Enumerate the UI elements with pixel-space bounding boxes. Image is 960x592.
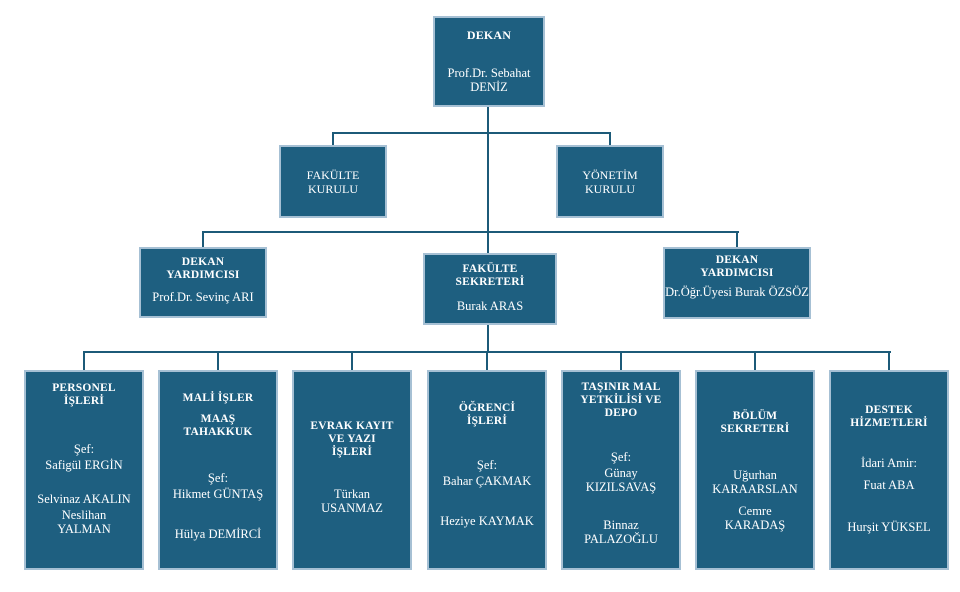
chief-name: Fuat ABA	[863, 478, 915, 492]
role-label: İdari Amir:	[861, 456, 917, 470]
node-person: Prof.Dr. Sebahat DENİZ	[447, 66, 531, 94]
node-fakulte-sekreteri: FAKÜLTE SEKRETERİ Burak ARAS	[423, 253, 557, 325]
dept-title: EVRAK KAYIT VE YAZI İŞLERİ	[310, 420, 394, 458]
staff-name: Hurşit YÜKSEL	[847, 520, 931, 534]
role-label: Şef:	[73, 442, 95, 456]
connector-dy-right-drop	[736, 231, 738, 248]
connector-dept-4-drop	[486, 351, 488, 371]
connector-sekreter-bottom	[487, 324, 489, 352]
node-dekan: DEKAN Prof.Dr. Sebahat DENİZ	[433, 16, 545, 107]
node-dekan-yardimcisi-left: DEKAN YARDIMCISI Prof.Dr. Sevinç ARI	[139, 247, 267, 318]
role-label: Şef:	[476, 458, 498, 472]
connector-dept-6-drop	[754, 351, 756, 371]
node-title: DEKAN YARDIMCISI	[700, 254, 774, 279]
node-title: FAKÜLTE SEKRETERİ	[455, 263, 525, 288]
node-fakulte-kurulu: FAKÜLTE KURULU	[279, 145, 387, 218]
staff-name: Türkan USANMAZ	[321, 487, 383, 515]
node-title: FAKÜLTE KURULU	[306, 167, 360, 196]
node-personel-isleri: PERSONEL İŞLERİ Şef: Safigül ERGİN Selvi…	[24, 370, 144, 570]
dept-title: TAŞINIR MAL YETKİLİSİ VE DEPO	[580, 381, 662, 419]
node-destek-hizmetleri: DESTEK HİZMETLERİ İdari Amir: Fuat ABA H…	[829, 370, 949, 570]
staff-name: Binnaz PALAZOĞLU	[584, 518, 658, 546]
connector-dept-1-drop	[83, 351, 85, 371]
staff-name: Heziye KAYMAK	[440, 514, 534, 528]
connector-fakulte-kurulu-drop	[332, 132, 334, 146]
dept-title: BÖLÜM SEKRETERİ	[720, 410, 790, 435]
node-evrak-kayit: EVRAK KAYIT VE YAZI İŞLERİ Türkan USANMA…	[292, 370, 412, 570]
chief-name: Hikmet GÜNTAŞ	[172, 487, 264, 501]
dept-subtitle: MAAŞ TAHAKKUK	[183, 413, 253, 438]
staff-name: Neslihan YALMAN	[57, 508, 111, 536]
node-ogrenci-isleri: ÖĞRENCİ İŞLERİ Şef: Bahar ÇAKMAK Heziye …	[427, 370, 547, 570]
connector-dekan-vertical	[487, 107, 489, 233]
node-person: Burak ARAS	[456, 299, 524, 313]
connector-yonetim-kurulu-drop	[609, 132, 611, 146]
node-tasinir-mal: TAŞINIR MAL YETKİLİSİ VE DEPO Şef: Günay…	[561, 370, 681, 570]
node-person: Prof.Dr. Sevinç ARI	[152, 290, 254, 304]
node-person: Dr.Öğr.Üyesi Burak ÖZSÖZ	[665, 285, 809, 299]
connector-management-horizontal	[202, 231, 739, 233]
connector-dept-2-drop	[217, 351, 219, 371]
node-yonetim-kurulu: YÖNETİM KURULU	[556, 145, 664, 218]
dept-title: MALİ İŞLER	[182, 392, 254, 404]
dept-title: DESTEK HİZMETLERİ	[850, 404, 928, 429]
node-title: YÖNETİM KURULU	[582, 167, 638, 196]
staff-name: Uğurhan KARAARSLAN	[712, 468, 798, 496]
node-title: DEKAN YARDIMCISI	[166, 256, 240, 281]
connector-boards-horizontal	[332, 132, 611, 134]
node-dekan-yardimcisi-right: DEKAN YARDIMCISI Dr.Öğr.Üyesi Burak ÖZSÖ…	[663, 247, 811, 319]
role-label: Şef:	[207, 471, 229, 485]
dept-title: PERSONEL İŞLERİ	[52, 382, 116, 407]
node-mali-isler: MALİ İŞLER MAAŞ TAHAKKUK Şef: Hikmet GÜN…	[158, 370, 278, 570]
chief-name: Safigül ERGİN	[45, 458, 123, 472]
role-label: Şef:	[610, 450, 632, 464]
connector-sekreter-top-drop	[487, 231, 489, 254]
staff-name: Selvinaz AKALIN	[37, 492, 131, 506]
connector-dept-3-drop	[351, 351, 353, 371]
staff-name: Cemre KARADAŞ	[724, 504, 786, 532]
chief-name: Bahar ÇAKMAK	[442, 474, 532, 488]
node-title: DEKAN	[466, 28, 512, 42]
connector-dept-5-drop	[620, 351, 622, 371]
node-bolum-sekreteri: BÖLÜM SEKRETERİ Uğurhan KARAARSLAN Cemre…	[695, 370, 815, 570]
connector-dept-7-drop	[888, 351, 890, 371]
staff-name: Hülya DEMİRCİ	[174, 527, 262, 541]
connector-dy-left-drop	[202, 231, 204, 248]
dept-title: ÖĞRENCİ İŞLERİ	[458, 402, 516, 427]
chief-name: Günay KIZILSAVAŞ	[585, 466, 657, 494]
